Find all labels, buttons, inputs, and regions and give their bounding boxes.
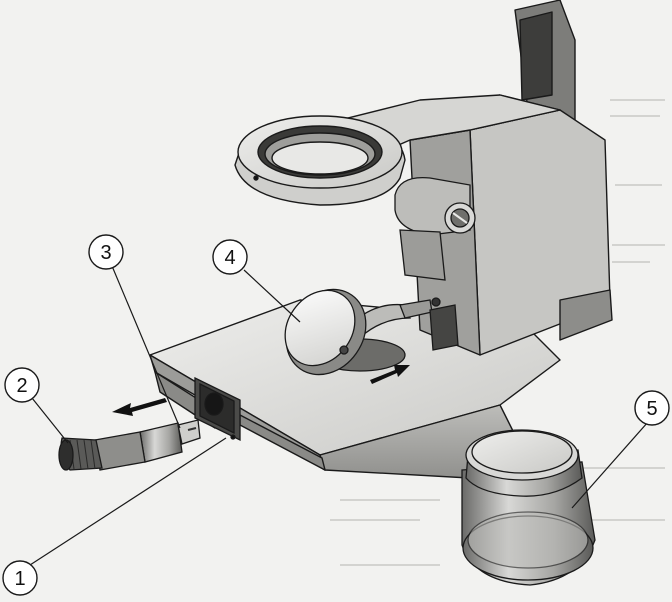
condenser-holder-ring — [234, 115, 406, 206]
leader-3 — [111, 265, 181, 429]
leader-1 — [29, 437, 227, 566]
callout-1-label: 1 — [14, 568, 25, 590]
callout-leaders — [29, 265, 649, 566]
condenser-knob — [394, 176, 476, 281]
callout-5: 5 — [634, 390, 670, 426]
slide-direction-arrow — [370, 365, 410, 384]
callout-3: 3 — [88, 234, 124, 270]
callout-4-label: 4 — [224, 247, 235, 269]
callout-5-label: 5 — [646, 398, 657, 420]
power-plug — [58, 419, 201, 471]
callout-4: 4 — [212, 239, 248, 275]
leader-5 — [571, 421, 649, 509]
leader-4 — [243, 269, 301, 323]
leader-2 — [31, 397, 69, 444]
illuminator-adapter — [461, 429, 596, 586]
connector-pull-arrow — [112, 398, 167, 416]
field-mirror — [284, 288, 459, 376]
callout-1: 1 — [2, 560, 38, 596]
callout-2-label: 2 — [16, 375, 27, 397]
callout-2: 2 — [4, 367, 40, 403]
base-connector-socket — [194, 376, 241, 442]
callout-3-label: 3 — [100, 242, 111, 264]
